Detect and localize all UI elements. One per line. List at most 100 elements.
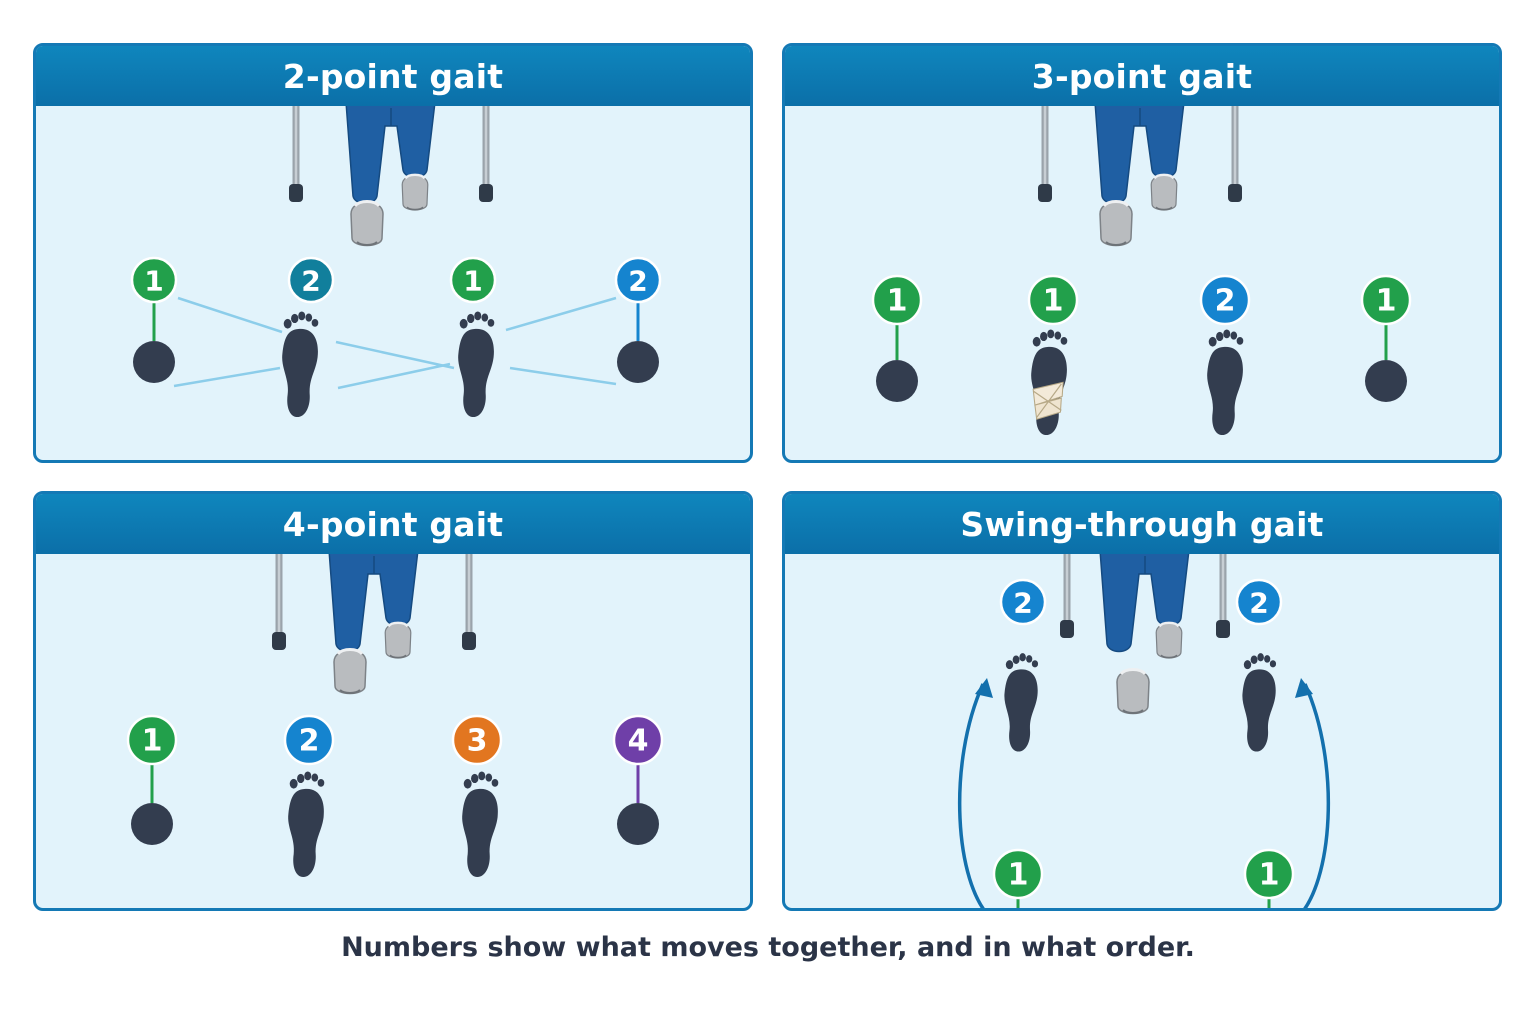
step-number: 2: [301, 265, 320, 298]
step-badge: 2: [1199, 274, 1251, 326]
step-badge-circle: [1235, 578, 1283, 626]
step-number: 4: [628, 724, 649, 759]
swing-arrow-left: [957, 683, 986, 908]
shoe-front-icon: [332, 648, 368, 695]
step-badge: 1: [1027, 274, 1079, 326]
shoe-front-icon: [349, 200, 385, 247]
gait-marker: 2: [1235, 578, 1283, 752]
step-number: 2: [1215, 284, 1236, 319]
gait-marker: 1: [1027, 274, 1079, 436]
crutch-left-icon: [1060, 554, 1074, 638]
gait-marker: 3: [451, 714, 503, 878]
crutch-tip-icon: [617, 803, 659, 845]
step-number: 2: [299, 724, 320, 759]
step-badge: 3: [451, 714, 503, 766]
step-badge: 1: [871, 274, 923, 326]
step-badge-circle: [614, 256, 662, 304]
step-badge-circle: [1243, 848, 1295, 900]
connector-line: [505, 296, 617, 332]
panel-title: 4-point gait: [36, 494, 750, 554]
footprint-icon: [1004, 653, 1039, 752]
gait-marker: 1: [130, 256, 178, 383]
trousers: [1099, 554, 1190, 653]
step-badge: 1: [1243, 848, 1295, 900]
step-badge-circle: [126, 714, 178, 766]
step-number: 2: [1013, 587, 1032, 620]
gait-marker: 1: [871, 274, 923, 402]
crutch-left-icon: [1038, 106, 1052, 202]
gait-scene: 1 2 2 1: [957, 554, 1331, 908]
step-badge: 2: [614, 256, 662, 304]
step-number: 1: [1008, 858, 1029, 893]
gait-marker: 2: [282, 256, 335, 418]
step-badge-circle: [999, 578, 1047, 626]
gait-marker: 1: [992, 848, 1044, 908]
footprint-icon: [1207, 329, 1244, 436]
arrowhead-icon: [1295, 678, 1313, 698]
crutch-left-icon: [272, 554, 286, 650]
step-badge: 2: [999, 578, 1047, 626]
connector-line: [509, 366, 617, 386]
crutch-right-icon: [1228, 106, 1242, 202]
shoe-back-icon: [401, 173, 429, 212]
shoe-front-icon: [1098, 200, 1134, 247]
footprint-icon: [282, 311, 319, 418]
crutch-tip-icon: [133, 341, 175, 383]
connector-line: [335, 340, 455, 370]
patient-figure: [289, 106, 493, 247]
footprint-icon: [458, 311, 495, 418]
gait-marker: 4: [612, 714, 664, 845]
panel-3-point-gait: 3-point gait 1 1 2 1: [782, 43, 1502, 463]
step-badge-circle: [1360, 274, 1412, 326]
patient-figure: [272, 554, 476, 695]
step-badge: 1: [126, 714, 178, 766]
crutch-tip-icon: [876, 360, 918, 402]
gait-scene: 1 1 2 1: [871, 106, 1412, 436]
step-badge-circle: [612, 714, 664, 766]
crutch-right-icon: [462, 554, 476, 650]
step-badge: 1: [449, 256, 497, 304]
step-number: 1: [144, 265, 163, 298]
gait-scene: 1 2 3 4: [126, 554, 664, 878]
step-badge-circle: [1027, 274, 1079, 326]
gait-marker: 1: [126, 714, 178, 845]
step-badge: 1: [1360, 274, 1412, 326]
crutch-right-icon: [1216, 554, 1230, 638]
step-badge: 1: [130, 256, 178, 304]
step-badge-circle: [871, 274, 923, 326]
shoe-front-icon: [1115, 668, 1151, 715]
panel-title: 2-point gait: [36, 46, 750, 106]
crutch-tip-icon: [131, 803, 173, 845]
gait-marker: 2: [614, 256, 662, 383]
gait-marker: 2: [999, 578, 1047, 752]
swing-arrow-right: [1302, 683, 1331, 908]
patient-figure: [1038, 106, 1242, 247]
gait-marker: 2: [283, 714, 335, 878]
step-number: 1: [463, 265, 482, 298]
gait-marker: 2: [1199, 274, 1251, 436]
arrowhead-icon: [975, 678, 993, 698]
panel-title: 3-point gait: [785, 46, 1499, 106]
step-badge-circle: [1199, 274, 1251, 326]
crutch-right-icon: [479, 106, 493, 202]
crutch-tip-icon: [617, 341, 659, 383]
shoe-back-icon: [384, 621, 412, 660]
step-badge: 2: [287, 256, 335, 304]
connector-line: [337, 362, 451, 390]
gait-scene: 1 2 1 2: [130, 106, 662, 418]
gait-marker: 1: [1243, 848, 1295, 908]
connector-line: [173, 366, 281, 388]
step-number: 1: [1259, 858, 1280, 893]
step-badge-circle: [992, 848, 1044, 900]
gait-marker: 1: [449, 256, 497, 418]
step-badge-circle: [283, 714, 335, 766]
caption: Numbers show what moves together, and in…: [341, 932, 1195, 963]
step-number: 2: [1249, 587, 1268, 620]
swing-arrows: [957, 678, 1331, 908]
crutch-left-icon: [289, 106, 303, 202]
step-number: 1: [142, 724, 163, 759]
step-number: 2: [628, 265, 647, 298]
step-badge: 2: [1235, 578, 1283, 626]
shoe-back-icon: [1149, 173, 1179, 212]
